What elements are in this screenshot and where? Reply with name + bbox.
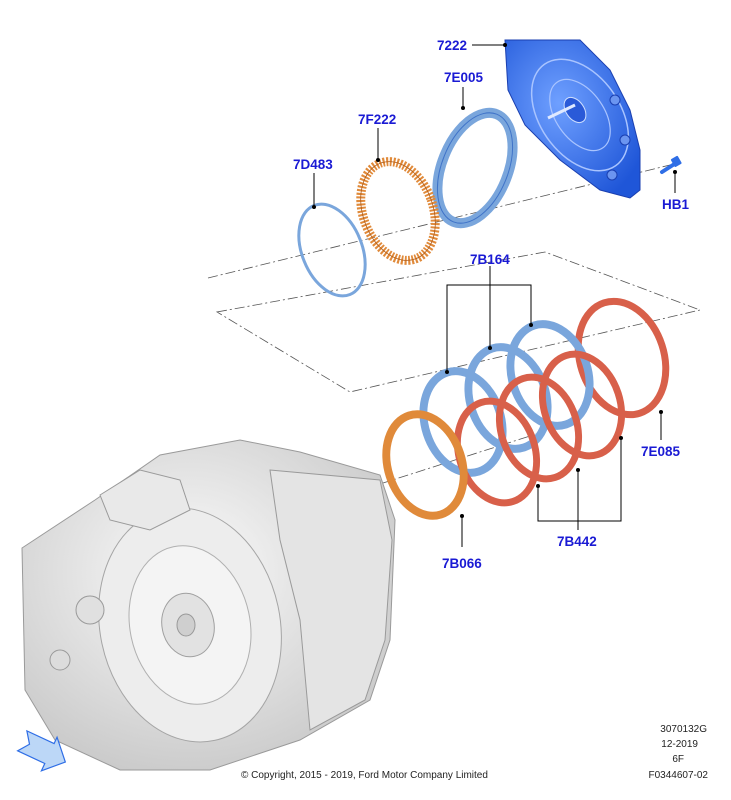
callout-7B442[interactable]: 7B442 [557,534,597,549]
callout-7222[interactable]: 7222 [437,38,467,53]
plate-7B442-1 [538,350,626,460]
part-7B442-plates [453,350,626,507]
part-7222-housing [504,39,641,199]
copyright-notice: © Copyright, 2015 - 2019, Ford Motor Com… [241,770,488,781]
leader-7B164-bracket [446,284,532,372]
info-ref: 3070132G [660,724,707,735]
callout-7B066[interactable]: 7B066 [442,556,482,571]
plate-7B442-2 [495,373,583,483]
callout-7D483[interactable]: 7D483 [293,157,333,172]
part-7E085-plate [574,297,670,419]
part-7F222-ring [356,157,440,265]
info-date: 12-2019 [661,739,698,750]
front-direction-arrow-icon [16,729,67,772]
leader-7B442-bracket [537,438,622,522]
info-code: 6F [672,754,684,765]
part-7E005-ring [432,107,518,229]
part-HB1-bolt [660,155,682,174]
leader-lines [313,44,676,547]
info-illustration-number: F0344607-02 [649,770,709,781]
leader-dots [312,43,677,518]
callout-7B164[interactable]: 7B164 [470,252,510,267]
callout-HB1[interactable]: HB1 [662,197,689,212]
callout-7F222[interactable]: 7F222 [358,112,396,127]
part-7B066-plate [382,410,468,520]
transmission-assembly [21,439,396,771]
callout-7E005[interactable]: 7E005 [444,70,484,85]
callout-7E085[interactable]: 7E085 [641,444,681,459]
clutch-alignment-box [215,251,702,393]
